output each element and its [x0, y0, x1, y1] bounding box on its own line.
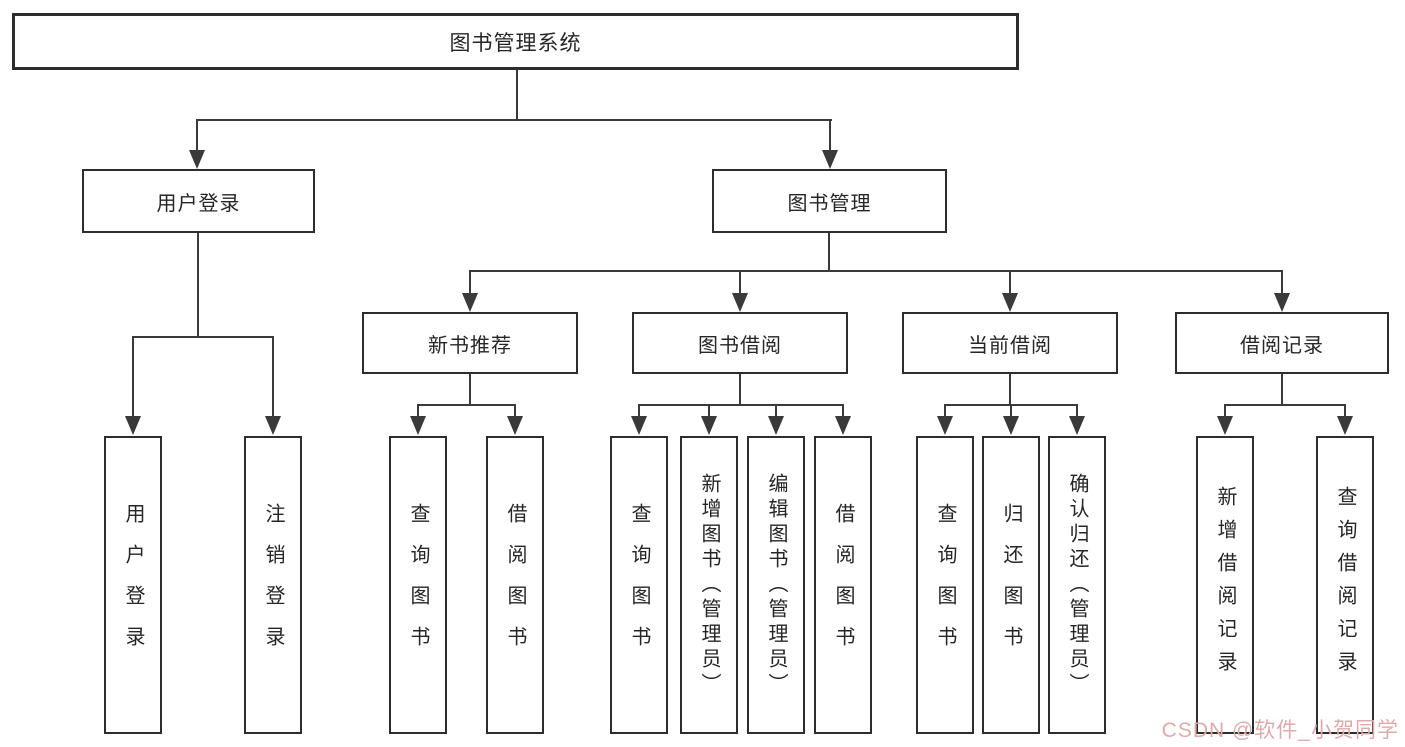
connector-line: [417, 404, 516, 406]
node-label: 注销登录: [262, 503, 284, 667]
node-label: 当前借阅: [968, 334, 1052, 357]
connector-line: [1009, 270, 1011, 295]
node-label: 借阅图书: [504, 503, 526, 667]
arrow-down-icon: [701, 416, 717, 435]
arrow-down-icon: [1002, 293, 1018, 312]
arrow-down-icon: [265, 416, 281, 435]
node-label: 新增图书（管理员）: [698, 472, 720, 698]
arrow-down-icon: [1337, 416, 1353, 435]
node-label: 图书管理系统: [449, 31, 582, 55]
node-new-book-recommend: 新书推荐: [362, 312, 578, 374]
node-user-login: 用户登录: [82, 169, 315, 233]
connector-line: [1010, 404, 1012, 418]
connector-line: [739, 270, 741, 295]
leaf-user-login: 用户登录: [104, 436, 162, 734]
arrow-down-icon: [732, 293, 748, 312]
arrow-down-icon: [822, 150, 838, 169]
connector-line: [516, 70, 518, 121]
connector-line: [132, 336, 274, 338]
connector-line: [514, 404, 516, 418]
connector-line: [828, 233, 830, 272]
leaf-newbooks-borrow-books: 借阅图书: [486, 436, 544, 734]
node-label: 查询图书: [628, 503, 650, 667]
node-label: 编辑图书（管理员）: [765, 472, 787, 698]
node-label: 查询图书: [407, 503, 429, 667]
connector-line: [1009, 374, 1011, 406]
connector-line: [1076, 404, 1078, 418]
leaf-borrowing-edit-books-admin: 编辑图书（管理员）: [747, 436, 805, 734]
leaf-borrowing-borrow-books: 借阅图书: [814, 436, 872, 734]
connector-line: [775, 404, 777, 418]
connector-line: [842, 404, 844, 418]
connector-line: [739, 374, 741, 406]
leaf-records-query-record: 查询借阅记录: [1316, 436, 1374, 734]
connector-line: [272, 336, 274, 416]
arrow-down-icon: [937, 416, 953, 435]
node-label: 借阅图书: [832, 503, 854, 667]
connector-line: [638, 404, 844, 406]
node-label: 新增借阅记录: [1214, 486, 1236, 684]
arrow-down-icon: [1274, 293, 1290, 312]
leaf-newbooks-query-books: 查询图书: [389, 436, 447, 734]
node-borrow-records: 借阅记录: [1175, 312, 1389, 374]
arrow-down-icon: [462, 293, 478, 312]
connector-line: [196, 119, 832, 121]
node-label: 归还图书: [1000, 503, 1022, 667]
connector-line: [1281, 374, 1283, 406]
connector-line: [196, 119, 198, 152]
connector-line: [944, 404, 946, 418]
arrow-down-icon: [1069, 416, 1085, 435]
node-label: 用户登录: [122, 503, 144, 667]
arrow-down-icon: [835, 416, 851, 435]
connector-line: [1281, 270, 1283, 295]
connector-line: [1344, 404, 1346, 418]
node-label: 图书管理: [787, 192, 872, 215]
node-label: 查询借阅记录: [1334, 486, 1356, 684]
connector-line: [469, 270, 1283, 272]
arrow-down-icon: [410, 416, 426, 435]
connector-line: [469, 270, 471, 295]
node-book-management: 图书管理: [712, 169, 947, 233]
leaf-current-return-books: 归还图书: [982, 436, 1040, 734]
connector-line: [197, 233, 199, 337]
connector-line: [638, 404, 640, 418]
arrow-down-icon: [189, 150, 205, 169]
leaf-records-add-record: 新增借阅记录: [1196, 436, 1254, 734]
node-label: 图书借阅: [698, 334, 782, 357]
arrow-down-icon: [1217, 416, 1233, 435]
arrow-down-icon: [507, 416, 523, 435]
leaf-borrowing-add-books-admin: 新增图书（管理员）: [680, 436, 738, 734]
arrow-down-icon: [631, 416, 647, 435]
connector-line: [1224, 404, 1346, 406]
connector-line: [469, 374, 471, 406]
leaf-current-query-books: 查询图书: [916, 436, 974, 734]
connector-line: [1224, 404, 1226, 418]
node-book-borrowing: 图书借阅: [632, 312, 848, 374]
arrow-down-icon: [768, 416, 784, 435]
arrow-down-icon: [1003, 416, 1019, 435]
node-label: 查询图书: [934, 503, 956, 667]
node-label: 用户登录: [156, 192, 241, 215]
node-label: 借阅记录: [1240, 334, 1324, 357]
node-label: 确认归还（管理员）: [1066, 472, 1088, 698]
leaf-borrowing-query-books: 查询图书: [610, 436, 668, 734]
connector-line: [417, 404, 419, 418]
leaf-logout: 注销登录: [244, 436, 302, 734]
leaf-current-confirm-return-admin: 确认归还（管理员）: [1048, 436, 1106, 734]
node-current-borrowing: 当前借阅: [902, 312, 1118, 374]
node-label: 新书推荐: [428, 334, 512, 357]
connector-line: [708, 404, 710, 418]
arrow-down-icon: [125, 416, 141, 435]
connector-line: [829, 119, 831, 152]
connector-line: [132, 336, 134, 416]
node-library-system: 图书管理系统: [12, 13, 1019, 70]
